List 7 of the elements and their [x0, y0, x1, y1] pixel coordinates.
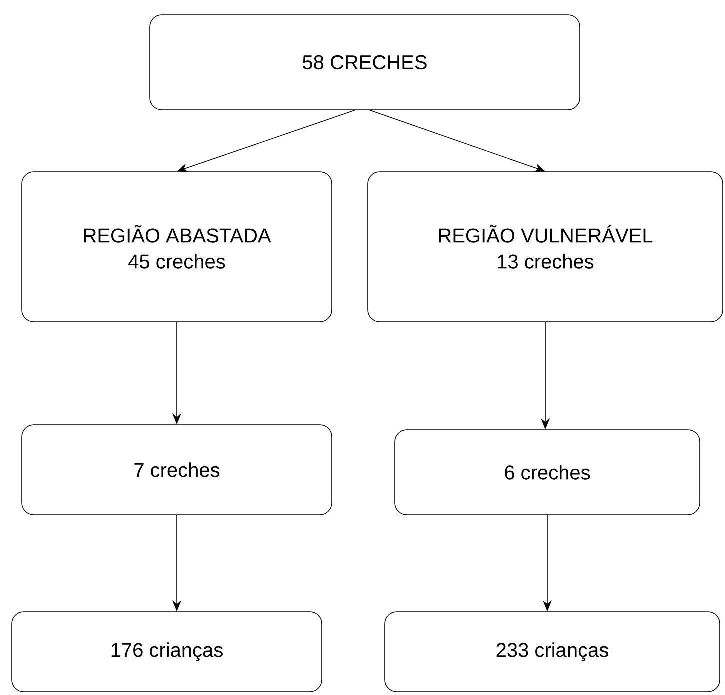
process-box: 6 creches: [394, 430, 700, 516]
process-box: 233 crianças: [384, 612, 720, 692]
process-box: REGIÃO ABASTADA 45 creches: [22, 172, 332, 322]
process-box: 7 creches: [22, 424, 332, 516]
process-box: 176 crianças: [12, 612, 322, 692]
process-box: REGIÃO VULNERÁVEL 13 creches: [368, 172, 724, 322]
process-box: 58 CRECHES: [150, 14, 580, 110]
